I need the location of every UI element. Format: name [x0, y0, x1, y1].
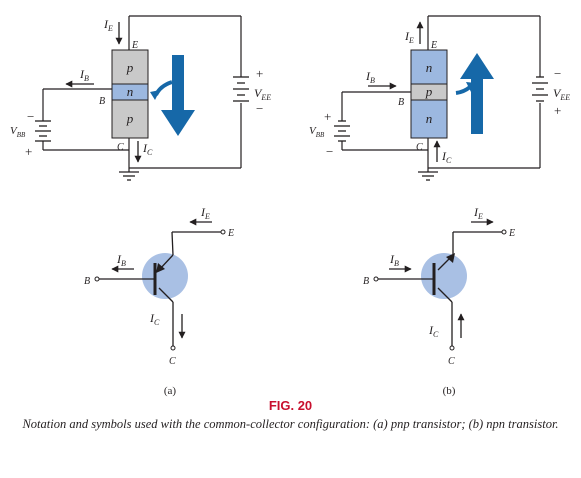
- vbb-label: VBB: [10, 125, 26, 139]
- vbb-battery: [35, 120, 51, 142]
- panel-a-tag: (a): [164, 385, 177, 397]
- vee-battery: [233, 76, 249, 102]
- layer-label: p: [126, 60, 134, 75]
- sym-node-e: E: [227, 228, 234, 239]
- sym-ic-label: IC: [149, 311, 160, 327]
- vee-plus: +: [554, 103, 561, 118]
- ic-label: IC: [441, 149, 452, 165]
- node-c: C: [416, 142, 423, 153]
- sym-ib-label: IB: [389, 252, 399, 268]
- sym-ic-label: IC: [428, 323, 439, 339]
- layer-label: p: [425, 84, 433, 99]
- sym-node-e: E: [508, 228, 515, 239]
- vbb-plus: +: [324, 109, 331, 124]
- sym-ie-label: IE: [200, 205, 210, 221]
- node-b: B: [99, 96, 105, 107]
- vee-plus: +: [256, 66, 263, 81]
- sym-ie-label: IE: [473, 205, 483, 221]
- pnp-cc-circuit: [42, 15, 242, 172]
- ib-label: IB: [365, 69, 375, 85]
- vee-minus: −: [256, 101, 263, 116]
- vbb-battery: [334, 120, 350, 142]
- pnp-collector-layer: [111, 99, 149, 139]
- sym-node-b: B: [363, 276, 369, 287]
- sym-ib-label: IB: [116, 252, 126, 268]
- ground-symbol: [119, 171, 139, 181]
- sym-node-c: C: [169, 356, 176, 367]
- node-e: E: [131, 40, 138, 51]
- layer-label: n: [127, 84, 134, 99]
- vbb-minus: −: [27, 109, 34, 124]
- node-b: B: [398, 97, 404, 108]
- electron-flow-arrow: [150, 55, 195, 136]
- node-e: E: [430, 40, 437, 51]
- vee-battery: [532, 76, 548, 102]
- figure-caption: Notation and symbols used with the commo…: [22, 417, 559, 431]
- vee-minus: −: [554, 66, 561, 81]
- figure-label: FIG. 20: [268, 398, 313, 413]
- sym-node-b: B: [84, 276, 90, 287]
- npn-collector-layer: [410, 99, 448, 139]
- node-c: C: [117, 142, 124, 153]
- sym-node-c: C: [448, 356, 455, 367]
- vee-label: VEE: [254, 86, 271, 102]
- npn-cc-circuit: [341, 15, 541, 172]
- panel-b-tag: (b): [443, 385, 456, 397]
- ground-symbol: [418, 171, 438, 181]
- ib-label: IB: [79, 67, 89, 83]
- vbb-plus: +: [25, 144, 32, 159]
- layer-label: n: [426, 60, 433, 75]
- pnp-symbol: [94, 229, 226, 351]
- layer-label: n: [426, 111, 433, 126]
- ie-label: IE: [103, 17, 113, 33]
- pnp-emitter-layer: [111, 49, 149, 85]
- electron-flow-arrow: [455, 53, 494, 134]
- vbb-label: VBB: [309, 125, 325, 139]
- vee-label: VEE: [553, 86, 570, 102]
- vbb-minus: −: [326, 144, 333, 159]
- ie-label: IE: [404, 29, 414, 45]
- layer-label: p: [126, 111, 134, 126]
- npn-symbol: [373, 229, 507, 351]
- ic-label: IC: [142, 141, 153, 157]
